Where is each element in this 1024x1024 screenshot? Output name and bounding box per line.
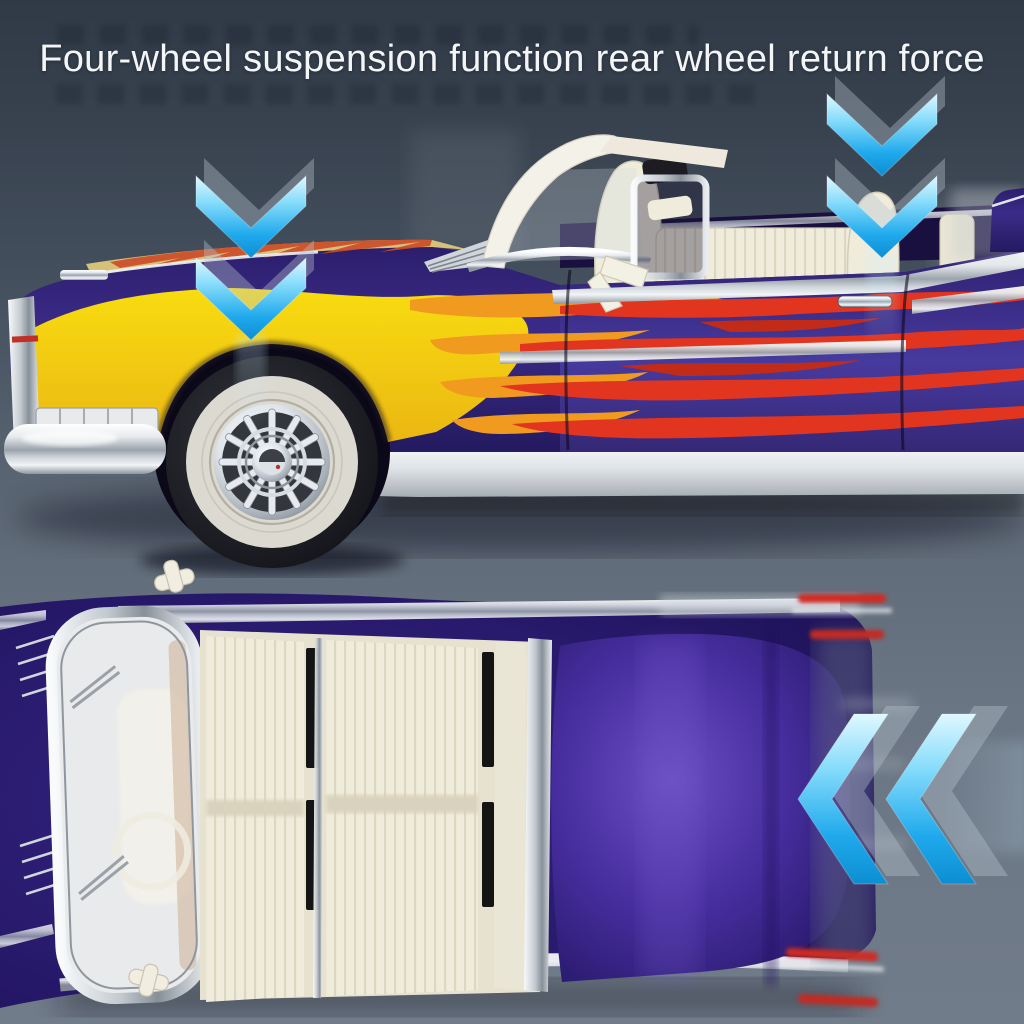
wiper — [69, 665, 121, 710]
taillight-streak — [797, 994, 878, 1007]
front-wheel — [154, 344, 390, 568]
dashboard-through-glass — [168, 640, 197, 971]
top-edge-chrome-trim — [118, 598, 840, 624]
front-grille-edge-chrome — [8, 296, 40, 446]
windshield-mirror-bottom — [128, 963, 170, 997]
taillight-streak — [786, 947, 878, 962]
down-arrows-rear-suspension-icon — [826, 76, 945, 349]
rear-bench-seat — [326, 640, 478, 996]
hood-chrome-trim — [60, 270, 108, 280]
front-red-pinstripe — [11, 335, 39, 343]
front-bench-seat — [206, 636, 304, 1002]
watermark-ghost-text-row — [58, 25, 698, 45]
taillights — [780, 594, 892, 1007]
windshield-glass — [490, 168, 642, 262]
front-end — [4, 296, 166, 474]
rear-fin — [952, 188, 1024, 260]
headline-text: Four-wheel suspension function rear whee… — [39, 38, 985, 80]
rear-shelf — [494, 642, 526, 990]
windshield-assembly — [466, 134, 728, 313]
door-seam-front — [564, 269, 572, 451]
left-arrows-return-force-icon — [797, 706, 1024, 885]
taillight-streak — [810, 630, 884, 639]
fender-arch-shadow — [154, 340, 392, 445]
windshield-mirror-top — [154, 559, 195, 593]
hood-edge-trim — [0, 610, 46, 630]
top-windshield — [45, 605, 213, 1005]
seat-slot — [482, 802, 494, 907]
sun-visor — [647, 195, 693, 221]
quarter-chrome-spear — [912, 286, 1024, 314]
chrome-vent-frame — [630, 174, 710, 280]
cowl-vent-lines — [15, 634, 65, 896]
down-arrows-front-suspension-icon — [195, 158, 314, 431]
wiper — [78, 855, 129, 901]
cowl-chrome-arc — [466, 246, 652, 273]
seat-slot — [482, 652, 494, 767]
door-sill-chrome — [524, 638, 552, 992]
top-interior — [200, 630, 540, 1002]
steering-wheel — [112, 811, 192, 891]
chrome-hubcap — [214, 404, 330, 520]
watermark-ghost-text-row — [56, 84, 766, 104]
hood-top — [86, 239, 470, 276]
car-top-view — [0, 559, 912, 1014]
trunk-seam — [764, 626, 778, 986]
door-chrome-spear — [500, 340, 906, 364]
door-seam-rear — [900, 273, 910, 451]
car-side-view — [4, 130, 1024, 575]
hood-edge-trim — [0, 924, 54, 948]
seatback-chrome-edge — [313, 638, 323, 998]
taillight-streak — [798, 594, 886, 603]
white-header-bar — [600, 136, 728, 168]
